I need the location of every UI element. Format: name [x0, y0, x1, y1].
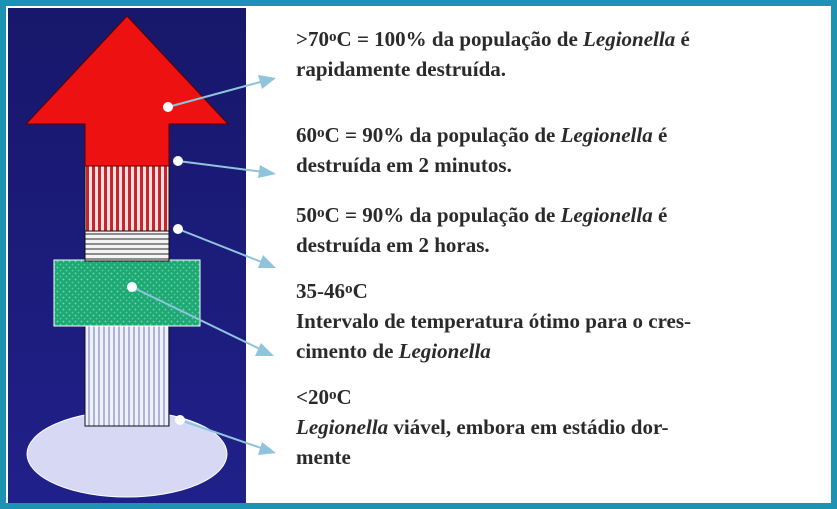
optimal-growth-band	[53, 259, 201, 327]
optimal-growth-lower-band	[84, 323, 170, 427]
connector-arrowhead-50	[258, 255, 276, 268]
connector-arrowhead-35	[255, 343, 274, 356]
degree-sign: o	[317, 125, 325, 141]
label-below-20: <20oC Legionella viável, embora em estád…	[296, 384, 669, 469]
label-50: 50oC = 90% da população de Legionella é …	[296, 202, 668, 257]
connector-arrow-35	[131, 286, 263, 351]
connector-arrow-70	[167, 80, 265, 108]
degree-sign: o	[328, 29, 337, 45]
connector-dot-60	[173, 156, 183, 166]
temperature-diagram	[8, 8, 246, 503]
connector-arrow-50	[177, 228, 265, 264]
connector-arrowhead-20	[258, 442, 276, 455]
connector-arrowhead-70	[258, 75, 276, 89]
upward-arrow	[24, 15, 230, 167]
connector-dot-20	[175, 415, 185, 425]
label-above-70: >70oC = 100% da população de Legionella …	[296, 26, 690, 81]
degree-sign: o	[328, 387, 337, 403]
connector-dot-70	[163, 102, 173, 112]
fifty-degree-band	[84, 230, 170, 262]
degree-sign: o	[317, 205, 325, 221]
degree-sign: o	[345, 281, 353, 297]
connector-arrow-20	[179, 419, 265, 450]
connector-arrows	[127, 75, 276, 455]
connector-dot-35	[127, 282, 137, 292]
connector-arrow-60	[177, 160, 265, 173]
label-35-46: 35-46oC Intervalo de temperatura ótimo p…	[296, 278, 692, 363]
connector-arrowhead-60	[258, 165, 276, 178]
connector-dot-50	[173, 224, 183, 234]
label-60: 60oC = 90% da população de Legionella é …	[296, 122, 668, 177]
